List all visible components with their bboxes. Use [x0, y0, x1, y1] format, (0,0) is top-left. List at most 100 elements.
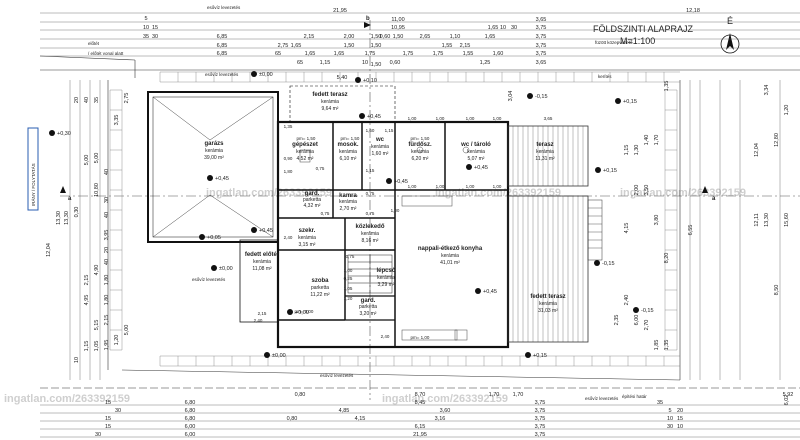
room-area: 31,03 m² [538, 308, 558, 314]
room-name: mosok. [337, 142, 358, 148]
dim-bottom: 8,45 [415, 400, 426, 406]
dim-bottom: 6,00 [185, 432, 196, 438]
room-area: 1,60 m² [372, 151, 389, 157]
level-marker: +0,45 [466, 164, 488, 171]
dim-bottom: 6,15 [415, 424, 426, 430]
dim-bottom: 8,70 [415, 392, 426, 398]
room-nappali: nappali-étkező konyha kerámia 41,01 m² [418, 246, 483, 266]
dim-bottom: 6,00 [185, 424, 196, 430]
section-arrow-top-icon [364, 22, 371, 28]
room-material: kerámia [339, 149, 357, 155]
dim-bottom: 3,75 [535, 424, 546, 430]
dim-top: 1,55 [442, 43, 453, 49]
room-area: 4,32 m² [304, 203, 321, 209]
dim-left: 10,80 [94, 183, 100, 197]
dim-right: 6,02 [784, 395, 790, 406]
dim-left: 12,04 [46, 243, 52, 257]
dim-bottom: 3,75 [535, 400, 546, 406]
dim-left: 1,20 [114, 335, 120, 346]
level-marker: -0,15 [527, 93, 548, 100]
dim-bottom: 4,85 [339, 408, 350, 414]
dim-top: 1,10 [450, 34, 461, 40]
paving-pattern [109, 71, 680, 367]
room-material: kerámia [361, 231, 379, 237]
dim-top: 10,95 [391, 25, 405, 31]
dim-right: 6,55 [688, 225, 694, 236]
plan-scale: M=1:100 [620, 36, 655, 46]
dim-top: 1,75 [433, 51, 444, 57]
label-left-note2: / előtét vonal alatt [88, 51, 124, 56]
dim-interior: 0,25 [344, 276, 353, 281]
room-name: kamra [339, 193, 357, 199]
level-marker: -0,15 [633, 307, 654, 314]
dim-bottom: 3,60 [440, 408, 451, 414]
room-area: 9,64 m² [322, 106, 339, 112]
dim-right: 4,15 [624, 223, 630, 234]
level-label: +0,05 [207, 235, 221, 241]
room-area: 39,00 m² [204, 155, 224, 161]
dim-top: 3,75 [536, 43, 547, 49]
dim-left: 0,30 [74, 207, 80, 218]
dim-left: 40 [104, 169, 110, 175]
room-name: fedett terasz [530, 294, 565, 300]
dim-right: 13,30 [764, 213, 770, 227]
room-name: fedett előtér [245, 252, 280, 258]
room-fedett-eloter: fedett előtér kerámia 11,08 m² [245, 252, 280, 272]
level-marker: +0,00 [287, 309, 309, 316]
dim-left: 5,00 [94, 153, 100, 164]
room-furdoszoba: fürdősz. kerámia 6,20 m² [408, 142, 432, 162]
dim-right: 15,60 [784, 213, 790, 227]
dim-interior: 1,00 [493, 184, 502, 189]
dim-interior: 1,00 [436, 116, 445, 121]
room-material: parketta [359, 304, 377, 310]
room-name: szekr. [299, 228, 316, 234]
dim-left: 10 [74, 357, 80, 363]
dim-top: 6,85 [217, 51, 228, 57]
label-left-note1: előtét [88, 41, 100, 46]
dim-right: 12,04 [754, 143, 760, 157]
dim-interior: 2,40 [381, 334, 390, 339]
dim-left: 20 [74, 97, 80, 103]
dim-top: 10 [500, 25, 506, 31]
dim-left: 1,95 [104, 340, 110, 351]
room-gard2: gard. parketta 3,20 m² [359, 298, 377, 317]
dim-interior: 1,05 [344, 286, 353, 291]
section-label-right: a [712, 196, 716, 202]
dim-top: 1,65 [485, 34, 496, 40]
room-name: fedett terasz [312, 92, 347, 98]
dim-left: 35 [94, 97, 100, 103]
dim-bottom: 10 [677, 424, 683, 430]
level-marker: ±0,00 [264, 352, 286, 359]
section-arrow-right-icon [702, 186, 708, 193]
north-arrow: É [720, 16, 740, 54]
level-marker: -0,15 [594, 260, 615, 267]
dim-top: 5,40 [337, 75, 348, 81]
label-eszvez-top: esővíz levezetés [207, 5, 241, 10]
room-material: kerámia [321, 99, 339, 105]
room-fedett-terasz-right: fedett terasz kerámia 31,03 m² [530, 294, 565, 314]
north-arrow-icon [726, 33, 734, 50]
room-gepeszet: gépészet kerámia 4,52 m² [292, 142, 318, 162]
level-marker: ±0,00 [251, 71, 273, 78]
dim-bottom: 1,70 [489, 392, 500, 398]
room-area: 11,08 m² [252, 266, 272, 272]
label-kerites: kerítés [598, 74, 612, 79]
dim-left: 3,95 [104, 230, 110, 241]
dim-right: 1,40 [644, 135, 650, 146]
dim-top: 2,00 [344, 34, 355, 40]
dim-right: 2,00 [634, 185, 640, 196]
level-label: +0,45 [215, 176, 229, 182]
room-garazs: garázs kerámia 39,00 m² [204, 141, 224, 161]
dim-bottom: 3,75 [535, 408, 546, 414]
room-fedett-terasz-top: fedett terasz kerámia 9,64 m² [312, 92, 347, 112]
level-label: +0,45 [474, 165, 488, 171]
dim-left: 2,15 [104, 315, 110, 326]
left-sign-text: IRÁNY / FOLYTATÁS [30, 163, 36, 206]
dim-right: 2,40 [624, 295, 630, 306]
left-sign: IRÁNY / FOLYTATÁS [27, 127, 39, 211]
dim-top: 0,60 [390, 60, 401, 66]
room-material: kerámia [539, 301, 557, 307]
dim-left: 5,15 [94, 320, 100, 331]
dim-bottom: 21,95 [413, 432, 427, 438]
dim-top: 2,15 [460, 43, 471, 49]
